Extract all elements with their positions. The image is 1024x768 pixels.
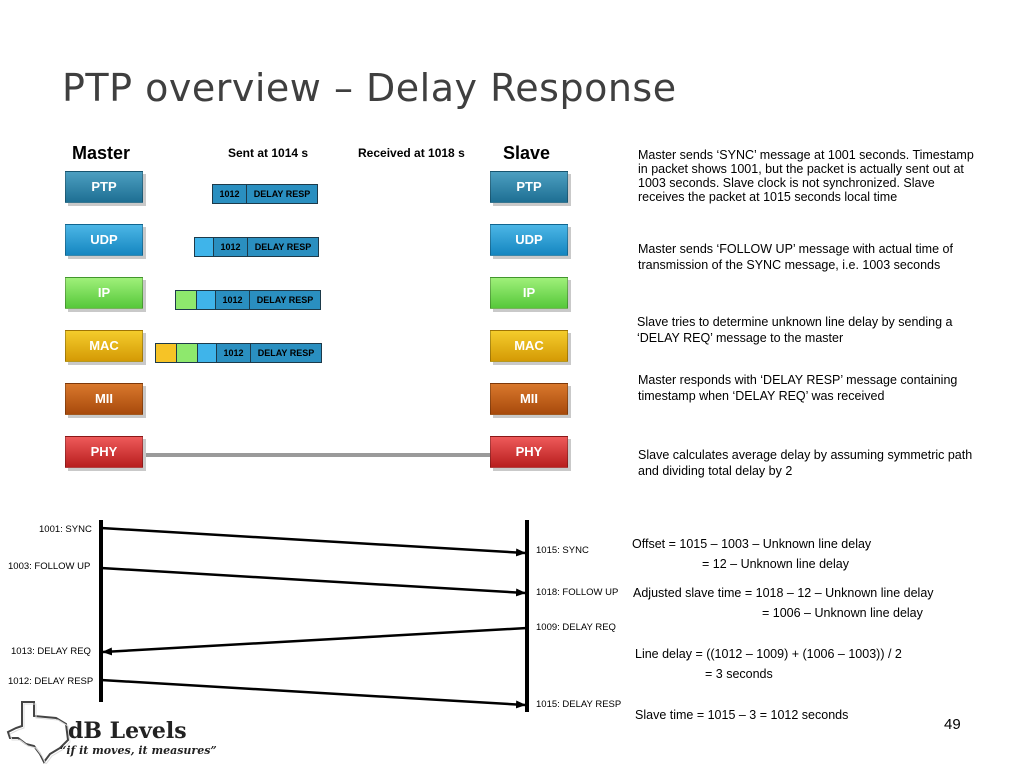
slave-layer-mac: MAC	[490, 330, 568, 362]
ip-header-segment	[177, 344, 198, 362]
company-logo: dB Levels “if it moves, it measures”	[4, 698, 217, 764]
slave-label: Slave	[503, 143, 551, 163]
udp-header-segment	[197, 291, 216, 309]
slave-layer-phy: PHY	[490, 436, 568, 468]
page-number: 49	[944, 716, 961, 733]
sent-label: Sent at 1014 s	[228, 146, 309, 160]
phy-link-line	[143, 453, 491, 457]
slave-event-delay-req: 1009: DELAY REQ	[536, 622, 616, 633]
description-delay-req: Slave tries to determine unknown line de…	[637, 315, 953, 345]
master-layer-ip: IP	[65, 277, 143, 309]
calc-offset: Offset = 1015 – 1003 – Unknown line dela…	[632, 537, 872, 551]
packet-id: 1012	[213, 185, 247, 203]
calc-line-delay-result: = 3 seconds	[705, 667, 773, 681]
packet-ptp-level: 1012 DELAY RESP	[212, 184, 318, 204]
packet-message: DELAY RESP	[247, 185, 317, 203]
logo-tagline: “if it moves, it measures”	[60, 744, 217, 757]
packet-id: 1012	[217, 344, 251, 362]
description-sync: Master sends ‘SYNC’ message at 1001 seco…	[638, 148, 974, 204]
slave-event-follow-up: 1018: FOLLOW UP	[536, 587, 619, 598]
mac-header-segment	[156, 344, 177, 362]
description-delay-resp: Master responds with ‘DELAY RESP’ messag…	[638, 373, 958, 403]
slave-event-delay-resp: 1015: DELAY RESP	[536, 699, 622, 710]
calc-line-delay: Line delay = ((1012 – 1009) + (1006 – 10…	[635, 647, 902, 661]
ip-header-segment	[176, 291, 197, 309]
calc-slave-time: Slave time = 1015 – 3 = 1012 seconds	[635, 708, 849, 722]
master-label: Master	[72, 143, 131, 163]
calc-adjusted-result: = 1006 – Unknown line delay	[762, 606, 923, 620]
master-layer-udp: UDP	[65, 224, 143, 256]
master-layer-mii: MII	[65, 383, 143, 415]
udp-header-segment	[198, 344, 217, 362]
packet-id: 1012	[216, 291, 250, 309]
delay-req-arrow	[102, 626, 528, 656]
calc-adjusted-slave-time: Adjusted slave time = 1018 – 12 – Unknow…	[633, 586, 934, 600]
slave-layer-ptp: PTP	[490, 171, 568, 203]
slave-layer-ip: IP	[490, 277, 568, 309]
packet-ip-level: 1012 DELAY RESP	[175, 290, 321, 310]
calc-offset-result: = 12 – Unknown line delay	[702, 557, 849, 571]
packet-message: DELAY RESP	[250, 291, 320, 309]
master-layer-phy: PHY	[65, 436, 143, 468]
master-event-sync: 1001: SYNC	[39, 524, 92, 535]
packet-mac-level: 1012 DELAY RESP	[155, 343, 322, 363]
packet-message: DELAY RESP	[251, 344, 321, 362]
packet-id: 1012	[214, 238, 248, 256]
udp-header-segment	[195, 238, 214, 256]
master-event-delay-req: 1013: DELAY REQ	[11, 646, 91, 657]
delay-resp-arrow	[100, 678, 526, 709]
description-follow-up: Master sends ‘FOLLOW UP’ message with ac…	[638, 242, 953, 272]
slave-event-sync: 1015: SYNC	[536, 545, 589, 556]
texas-map-icon	[6, 701, 71, 764]
slave-layer-udp: UDP	[490, 224, 568, 256]
master-layer-ptp: PTP	[65, 171, 143, 203]
description-average-delay: Slave calculates average delay by assumi…	[638, 448, 973, 478]
received-label: Received at 1018 s	[358, 146, 465, 160]
packet-udp-level: 1012 DELAY RESP	[194, 237, 319, 257]
master-layer-mac: MAC	[65, 330, 143, 362]
logo-brand: dB Levels	[68, 718, 187, 744]
slave-layer-mii: MII	[490, 383, 568, 415]
follow-up-arrow	[100, 566, 526, 597]
slide-title: PTP overview – Delay Response	[62, 66, 677, 110]
sync-arrow	[100, 526, 526, 557]
packet-message: DELAY RESP	[248, 238, 318, 256]
master-event-delay-resp: 1012: DELAY RESP	[8, 676, 94, 687]
master-event-follow-up: 1003: FOLLOW UP	[8, 561, 91, 572]
